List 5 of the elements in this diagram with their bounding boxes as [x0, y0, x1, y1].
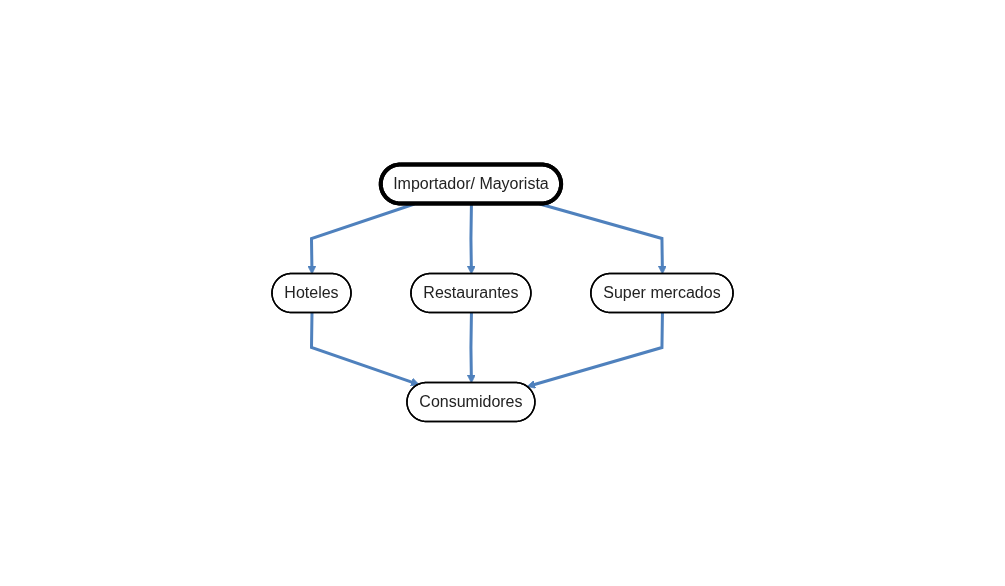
arrow	[466, 312, 476, 384]
arrow	[309, 312, 420, 387]
arrow	[526, 313, 664, 389]
arrow	[466, 203, 476, 275]
arrow	[539, 202, 667, 275]
